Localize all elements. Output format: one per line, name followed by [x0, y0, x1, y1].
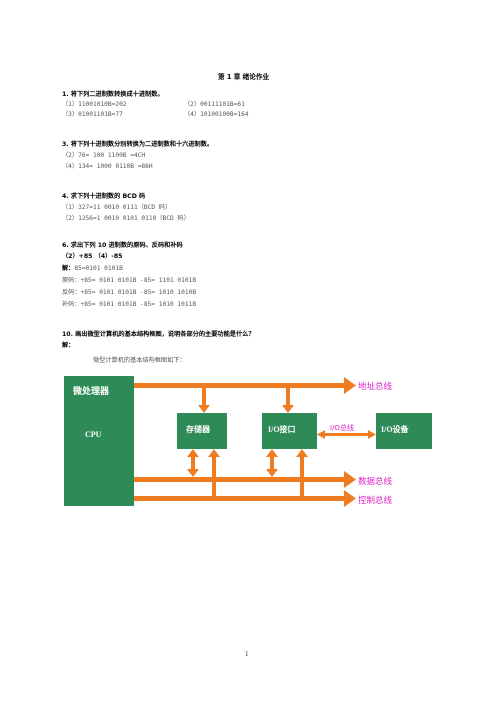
memory-box: [177, 413, 227, 449]
data-bus-label: 数据总线: [358, 476, 393, 487]
question-10-prompt: 10. 画出微型计算机的基本结构框图，说明各部分的主要功能是什么？: [62, 331, 255, 338]
address-bus-arrowhead: [344, 377, 356, 394]
address-to-io-line: [286, 388, 290, 405]
question-6-prompt: 6. 求出下列 10 进制数的原码、反码和补码: [62, 242, 183, 249]
io-bus-arrowhead-left: [317, 430, 325, 439]
io-interface-label: I/O接口: [268, 424, 296, 434]
q1-answer-4: （4）10100100B=164: [184, 111, 249, 118]
memory-data-arrowhead-down: [187, 469, 199, 477]
address-bus-label: 地址总线: [358, 381, 393, 392]
question-1-prompt: 1. 将下列二进制数转换成十进制数。: [62, 91, 164, 98]
io-device-label: I/O设备: [381, 424, 410, 434]
cpu-title: 微处理器: [72, 385, 110, 397]
q6-twos-complement: 补码：+85= 0101 0101B -85= 1010 1011B: [62, 301, 197, 308]
io-interface-box: [262, 413, 317, 449]
q1-answer-3: （3）01001101B=77: [62, 111, 123, 118]
memory-control-line: [212, 456, 216, 496]
q6-subitems: （2）+85 （4）-85: [62, 253, 123, 260]
q6-answer-value: 85=0101 0101B: [74, 265, 123, 272]
address-bus-bar: [134, 383, 344, 388]
q4-answer-2: （2）1256=1 0010 0101 0110（BCD 码）: [62, 215, 190, 222]
io-bus-label: I/O总线: [330, 423, 354, 432]
data-bus-arrowhead: [344, 471, 356, 488]
io-data-arrowhead-up: [266, 449, 278, 457]
io-device-box: [376, 413, 432, 449]
q6-original-code: 原码：+85= 0101 0101B -85= 1101 0101B: [62, 277, 197, 284]
control-bus-bar: [134, 496, 344, 501]
question-4-prompt: 4. 求下列十进制数的 BCD 码: [62, 193, 146, 200]
control-bus-label: 控制总线: [358, 495, 393, 506]
io-bus-bar: [324, 433, 370, 436]
q10-answer-label: 解：: [62, 342, 75, 349]
cpu-label: CPU: [85, 430, 102, 439]
q10-intro: 微型计算机的基本结构框图如下：: [93, 357, 186, 364]
q6-answer-label: 解：: [62, 265, 75, 272]
io-control-arrowhead: [296, 449, 308, 457]
q3-answer-1: （2）76= 100 1100B =4CH: [62, 152, 146, 159]
page-number: 1: [245, 650, 249, 658]
q6-ones-complement: 反码：+85= 0101 0101B -85= 1010 1010B: [62, 289, 197, 296]
q1-answer-1: （1）11001010B=202: [62, 101, 127, 108]
io-bus-arrowhead-right: [368, 430, 376, 439]
io-data-arrowhead-down: [266, 469, 278, 477]
q6-answer: 解：85=0101 0101B: [62, 265, 123, 273]
memory-data-line: [191, 456, 195, 470]
memory-control-arrowhead: [208, 449, 220, 457]
q3-answer-2: （4）134= 1000 0110B =86H: [62, 163, 153, 170]
data-bus-bar: [134, 477, 344, 482]
address-to-memory-arrowhead: [198, 405, 210, 413]
io-control-line: [300, 456, 304, 496]
cpu-box: [64, 376, 134, 506]
page-title: 第 1 章 绪论作业: [218, 73, 270, 81]
address-to-memory-line: [202, 388, 206, 405]
control-bus-arrowhead: [344, 490, 356, 507]
q4-answer-1: （1）327=11 0010 0111（BCD 码）: [62, 204, 172, 211]
io-data-line: [270, 456, 274, 470]
memory-data-arrowhead-up: [187, 449, 199, 457]
question-3-prompt: 3. 将下列十进制数分别转换为二进制数和十六进制数。: [62, 141, 214, 148]
q1-answer-2: （2）00111101B=61: [184, 101, 245, 108]
memory-label: 存储器: [185, 424, 211, 434]
address-to-io-arrowhead: [282, 405, 294, 413]
